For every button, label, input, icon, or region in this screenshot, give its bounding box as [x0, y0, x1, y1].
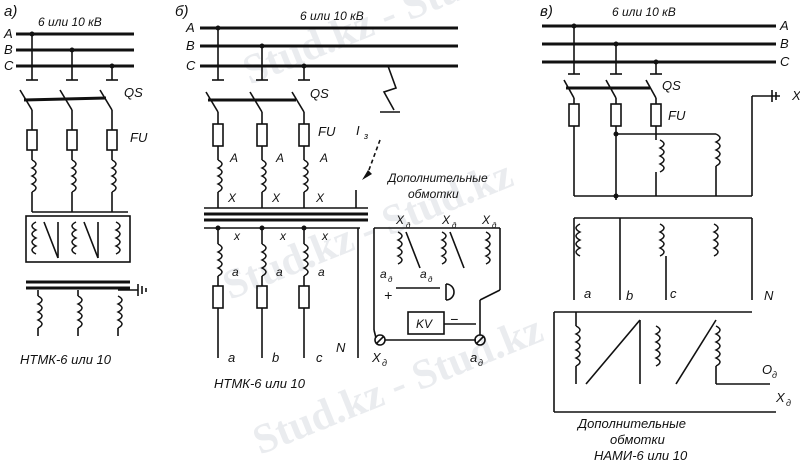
panel-c-primary-coil: [658, 139, 665, 173]
svg-text:д: д: [786, 398, 791, 408]
panel-c-caption-line2: обмотки: [610, 432, 665, 447]
panel-b-secondary-coil: [216, 243, 223, 277]
panel-c-fu-label: FU: [668, 108, 686, 123]
svg-text:д: д: [382, 358, 387, 368]
svg-text:д: д: [772, 370, 777, 380]
svg-text:д: д: [492, 221, 497, 230]
panel-a-fu-label: FU: [130, 130, 148, 145]
panel-c-caption-line3: НАМИ-6 или 10: [594, 448, 688, 463]
svg-text:O: O: [762, 362, 772, 377]
panel-c: в) 6 или 10 кВ A B C QS FU X: [540, 3, 800, 463]
panel-b-extra-windings-line1: Дополнительные: [386, 171, 488, 185]
svg-text:a: a: [380, 267, 387, 281]
svg-text:д: д: [406, 221, 411, 230]
panel-a-qs-label: QS: [124, 85, 143, 100]
svg-text:X: X: [481, 213, 491, 227]
svg-text:X: X: [441, 213, 451, 227]
svg-text:з: з: [363, 131, 368, 141]
panel-c-caption-line1: Дополнительные: [576, 416, 686, 431]
panel-c-letter: в): [540, 3, 553, 20]
panel-b-extra-coil: [396, 231, 403, 265]
svg-text:N: N: [764, 288, 774, 303]
svg-text:+: +: [384, 287, 392, 303]
panel-b-kv-label: KV: [416, 317, 433, 331]
panel-a-secondary-coil: [36, 295, 43, 329]
svg-text:x: x: [279, 229, 287, 243]
panel-b-caption: НТМК-6 или 10: [214, 376, 306, 391]
svg-text:b: b: [272, 350, 279, 365]
panel-a-fuse: [26, 129, 38, 151]
svg-text:X: X: [227, 191, 237, 205]
panel-a-letter: а): [4, 3, 17, 20]
panel-c-secondary-coil: [575, 223, 582, 257]
svg-text:a: a: [276, 265, 283, 279]
panel-c-fuse: [568, 103, 580, 127]
panel-c-qs-label: QS: [662, 78, 681, 93]
svg-text:x: x: [321, 229, 329, 243]
svg-text:X: X: [271, 191, 281, 205]
panel-a-phase-c: C: [4, 58, 14, 73]
panel-c-phase-c: C: [780, 54, 790, 69]
svg-text:д: д: [428, 275, 433, 284]
panel-b-primary-coil: [216, 159, 223, 193]
svg-text:a: a: [318, 265, 325, 279]
panel-b-fault-current: I: [356, 123, 360, 138]
panel-a-core: [25, 215, 131, 263]
panel-c-extra-coil: [574, 325, 581, 367]
panel-b-kv-relay: [407, 311, 445, 335]
svg-text:a: a: [420, 267, 427, 281]
panel-c-phase-b: B: [780, 36, 789, 51]
svg-text:a: a: [228, 350, 235, 365]
svg-text:a: a: [584, 286, 591, 301]
panel-a-phase-a: A: [3, 26, 13, 41]
panel-b-phase-a: A: [185, 20, 195, 35]
panel-b-letter: б): [175, 3, 188, 20]
panel-b-diode: [445, 283, 455, 301]
svg-text:д: д: [478, 358, 483, 368]
svg-text:b: b: [626, 288, 633, 303]
svg-text:д: д: [388, 275, 393, 284]
svg-text:−: −: [450, 311, 458, 327]
panel-b-phase-c: C: [186, 58, 196, 73]
svg-text:A: A: [275, 151, 284, 165]
panel-b-fuse: [212, 123, 224, 147]
svg-text:X: X: [775, 390, 786, 405]
panel-b-phase-b: B: [186, 38, 195, 53]
panel-b-fault-arrow: [382, 65, 398, 111]
svg-text:X: X: [371, 350, 382, 365]
panel-b: б) 6 или 10 кВ A B C I з QS FU A A A X: [175, 3, 501, 391]
svg-text:д: д: [452, 221, 457, 230]
panel-b-qs-label: QS: [310, 86, 329, 101]
panel-a-primary-coil: [30, 159, 37, 193]
panel-a-caption: НТМК-6 или 10: [20, 352, 112, 367]
svg-text:X: X: [315, 191, 325, 205]
panel-b-extra-windings-line2: обмотки: [408, 187, 459, 201]
svg-text:X: X: [395, 213, 405, 227]
svg-text:a: a: [232, 265, 239, 279]
svg-text:a: a: [470, 350, 477, 365]
svg-text:X: X: [791, 88, 800, 103]
svg-text:c: c: [670, 286, 677, 301]
panel-b-voltage: 6 или 10 кВ: [300, 9, 364, 23]
svg-text:A: A: [319, 151, 328, 165]
panel-c-voltage: 6 или 10 кВ: [612, 5, 676, 19]
panel-a: а) 6 или 10 кВ A B C QS FU: [3, 3, 148, 367]
panel-c-phase-a: A: [779, 18, 789, 33]
svg-text:c: c: [316, 350, 323, 365]
svg-text:N: N: [336, 340, 346, 355]
panel-b-fu-label: FU: [318, 124, 336, 139]
panel-a-phase-b: B: [4, 42, 13, 57]
panel-a-voltage: 6 или 10 кВ: [38, 15, 102, 29]
svg-text:x: x: [233, 229, 241, 243]
svg-text:A: A: [229, 151, 238, 165]
